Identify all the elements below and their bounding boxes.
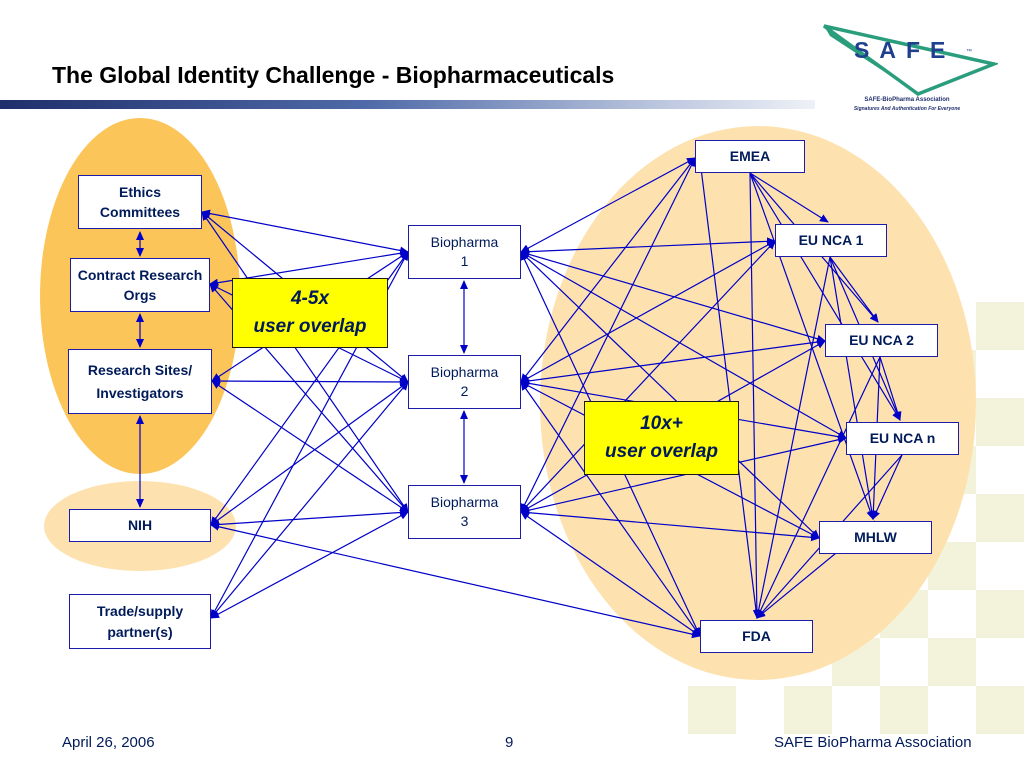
node-label: 2 <box>460 383 469 399</box>
connector-line <box>211 377 409 386</box>
node-label: FDA <box>742 628 771 645</box>
node-label: Biopharma <box>430 364 499 381</box>
slide-title: The Global Identity Challenge - Biopharm… <box>52 62 615 88</box>
footer-organization: SAFE BioPharma Association <box>774 734 972 751</box>
checker-bg-tile <box>928 638 976 686</box>
footer-date: April 26, 2006 <box>62 734 155 751</box>
callout-left-overlap: 4-5x user overlap <box>232 278 388 348</box>
connector-line <box>879 356 902 421</box>
checker-bg-tile <box>976 398 1024 446</box>
node-eu-nca-1: EU NCA 1 <box>775 224 887 257</box>
svg-text:™: ™ <box>966 48 972 55</box>
connector-line <box>749 172 829 223</box>
node-eu-nca-2: EU NCA 2 <box>825 324 938 357</box>
connector-line <box>520 511 701 637</box>
connector-line <box>697 159 758 619</box>
node-label: Research Sites/ <box>87 362 193 379</box>
callout-value: 10x+ <box>640 412 683 434</box>
callout-right-overlap: 10x+ user overlap <box>584 401 739 475</box>
connector-line <box>872 454 903 520</box>
node-fda: FDA <box>700 620 813 653</box>
node-research-sites: Research Sites/ Investigators <box>68 349 212 414</box>
node-label: NIH <box>127 517 153 534</box>
node-nih: NIH <box>69 509 211 542</box>
title-underline-bar <box>0 100 815 109</box>
connector-line <box>749 172 901 421</box>
logo-tagline: SAFE-BioPharma Association <box>864 97 950 103</box>
connector-line <box>210 381 409 619</box>
node-trade-supply-partners: Trade/supply partner(s) <box>69 594 211 649</box>
node-label: Ethics Committees <box>99 183 181 220</box>
callout-label: user overlap <box>605 441 718 462</box>
node-label: Trade/supply partner(s) <box>96 603 184 640</box>
connector-line <box>829 256 876 520</box>
connector-line <box>749 172 761 619</box>
node-biopharma-2: Biopharma 2 <box>408 355 521 409</box>
node-label: EU NCA 1 <box>798 232 864 249</box>
node-biopharma-1: Biopharma 1 <box>408 225 521 279</box>
node-label: 3 <box>460 513 469 529</box>
footer-page-number: 9 <box>505 734 514 751</box>
node-mhlw: MHLW <box>819 521 932 554</box>
node-emea: EMEA <box>695 140 805 173</box>
callout-value: 4-5x <box>290 287 330 309</box>
node-biopharma-3: Biopharma 3 <box>408 485 521 539</box>
logo-subtagline: Signatures And Authentication For Everyo… <box>853 106 961 112</box>
checker-bg-tile <box>880 686 928 734</box>
node-label: Biopharma <box>430 494 499 511</box>
node-label: EU NCA n <box>869 430 936 447</box>
checker-bg-tile <box>976 686 1024 734</box>
connector-line <box>756 356 881 619</box>
node-label: Investigators <box>96 384 184 401</box>
checker-bg-tile <box>688 686 736 734</box>
node-label: MHLW <box>854 529 897 546</box>
callout-label: user overlap <box>253 316 367 337</box>
node-label: Biopharma <box>430 234 499 251</box>
node-ethics-committees: Ethics Committees <box>78 175 202 229</box>
connector-line <box>210 508 409 529</box>
checker-bg-tile <box>976 494 1024 542</box>
node-label: 1 <box>460 253 469 269</box>
connector-line <box>210 511 409 619</box>
connector-line <box>520 435 847 515</box>
node-label: EU NCA 2 <box>849 332 914 349</box>
connector-line <box>829 256 879 323</box>
checker-bg-tile <box>976 302 1024 350</box>
safe-logo: SAFE ™ <box>822 24 998 96</box>
node-contract-research-orgs: Contract Research Orgs <box>70 258 210 312</box>
connector-line <box>211 380 409 513</box>
connector-line <box>754 256 831 619</box>
node-label: Contract Research Orgs <box>77 266 203 303</box>
checker-bg-tile <box>976 590 1024 638</box>
logo-wordmark: SAFE <box>854 37 955 63</box>
checker-bg-tile <box>784 686 832 734</box>
connector-line <box>210 381 409 526</box>
node-eu-nca-n: EU NCA n <box>846 422 959 455</box>
node-label: EMEA <box>729 148 771 165</box>
